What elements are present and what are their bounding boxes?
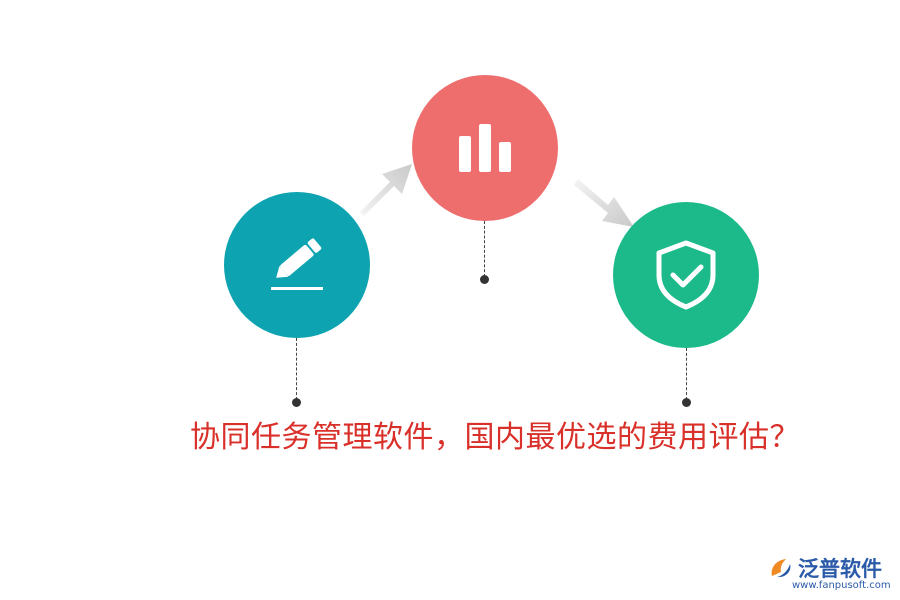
step2-circle: [412, 75, 558, 221]
arrow-step1-to-step2: [360, 164, 412, 216]
connector-step2: [484, 221, 485, 277]
connector-dot-step1: [292, 398, 301, 407]
brand-url: www.fanpusoft.com: [792, 580, 891, 591]
step1-circle: [224, 192, 370, 338]
brand-logo: 泛普软件: [768, 553, 882, 583]
brand-name: 泛普软件: [798, 557, 882, 581]
step3-circle: [613, 202, 759, 348]
shield-check-icon: [656, 240, 716, 310]
connector-dot-step2: [480, 275, 489, 284]
connector-dot-step3: [682, 398, 691, 407]
page-title: 协同任务管理软件，国内最优选的费用评估？: [190, 420, 800, 455]
bar-chart-icon: [459, 124, 511, 172]
connector-step3: [686, 348, 687, 400]
edit-pencil-icon: [271, 238, 323, 290]
connector-step1: [296, 338, 297, 400]
arrow-step2-to-step3: [574, 179, 634, 227]
brand-logo-icon: [771, 559, 791, 578]
